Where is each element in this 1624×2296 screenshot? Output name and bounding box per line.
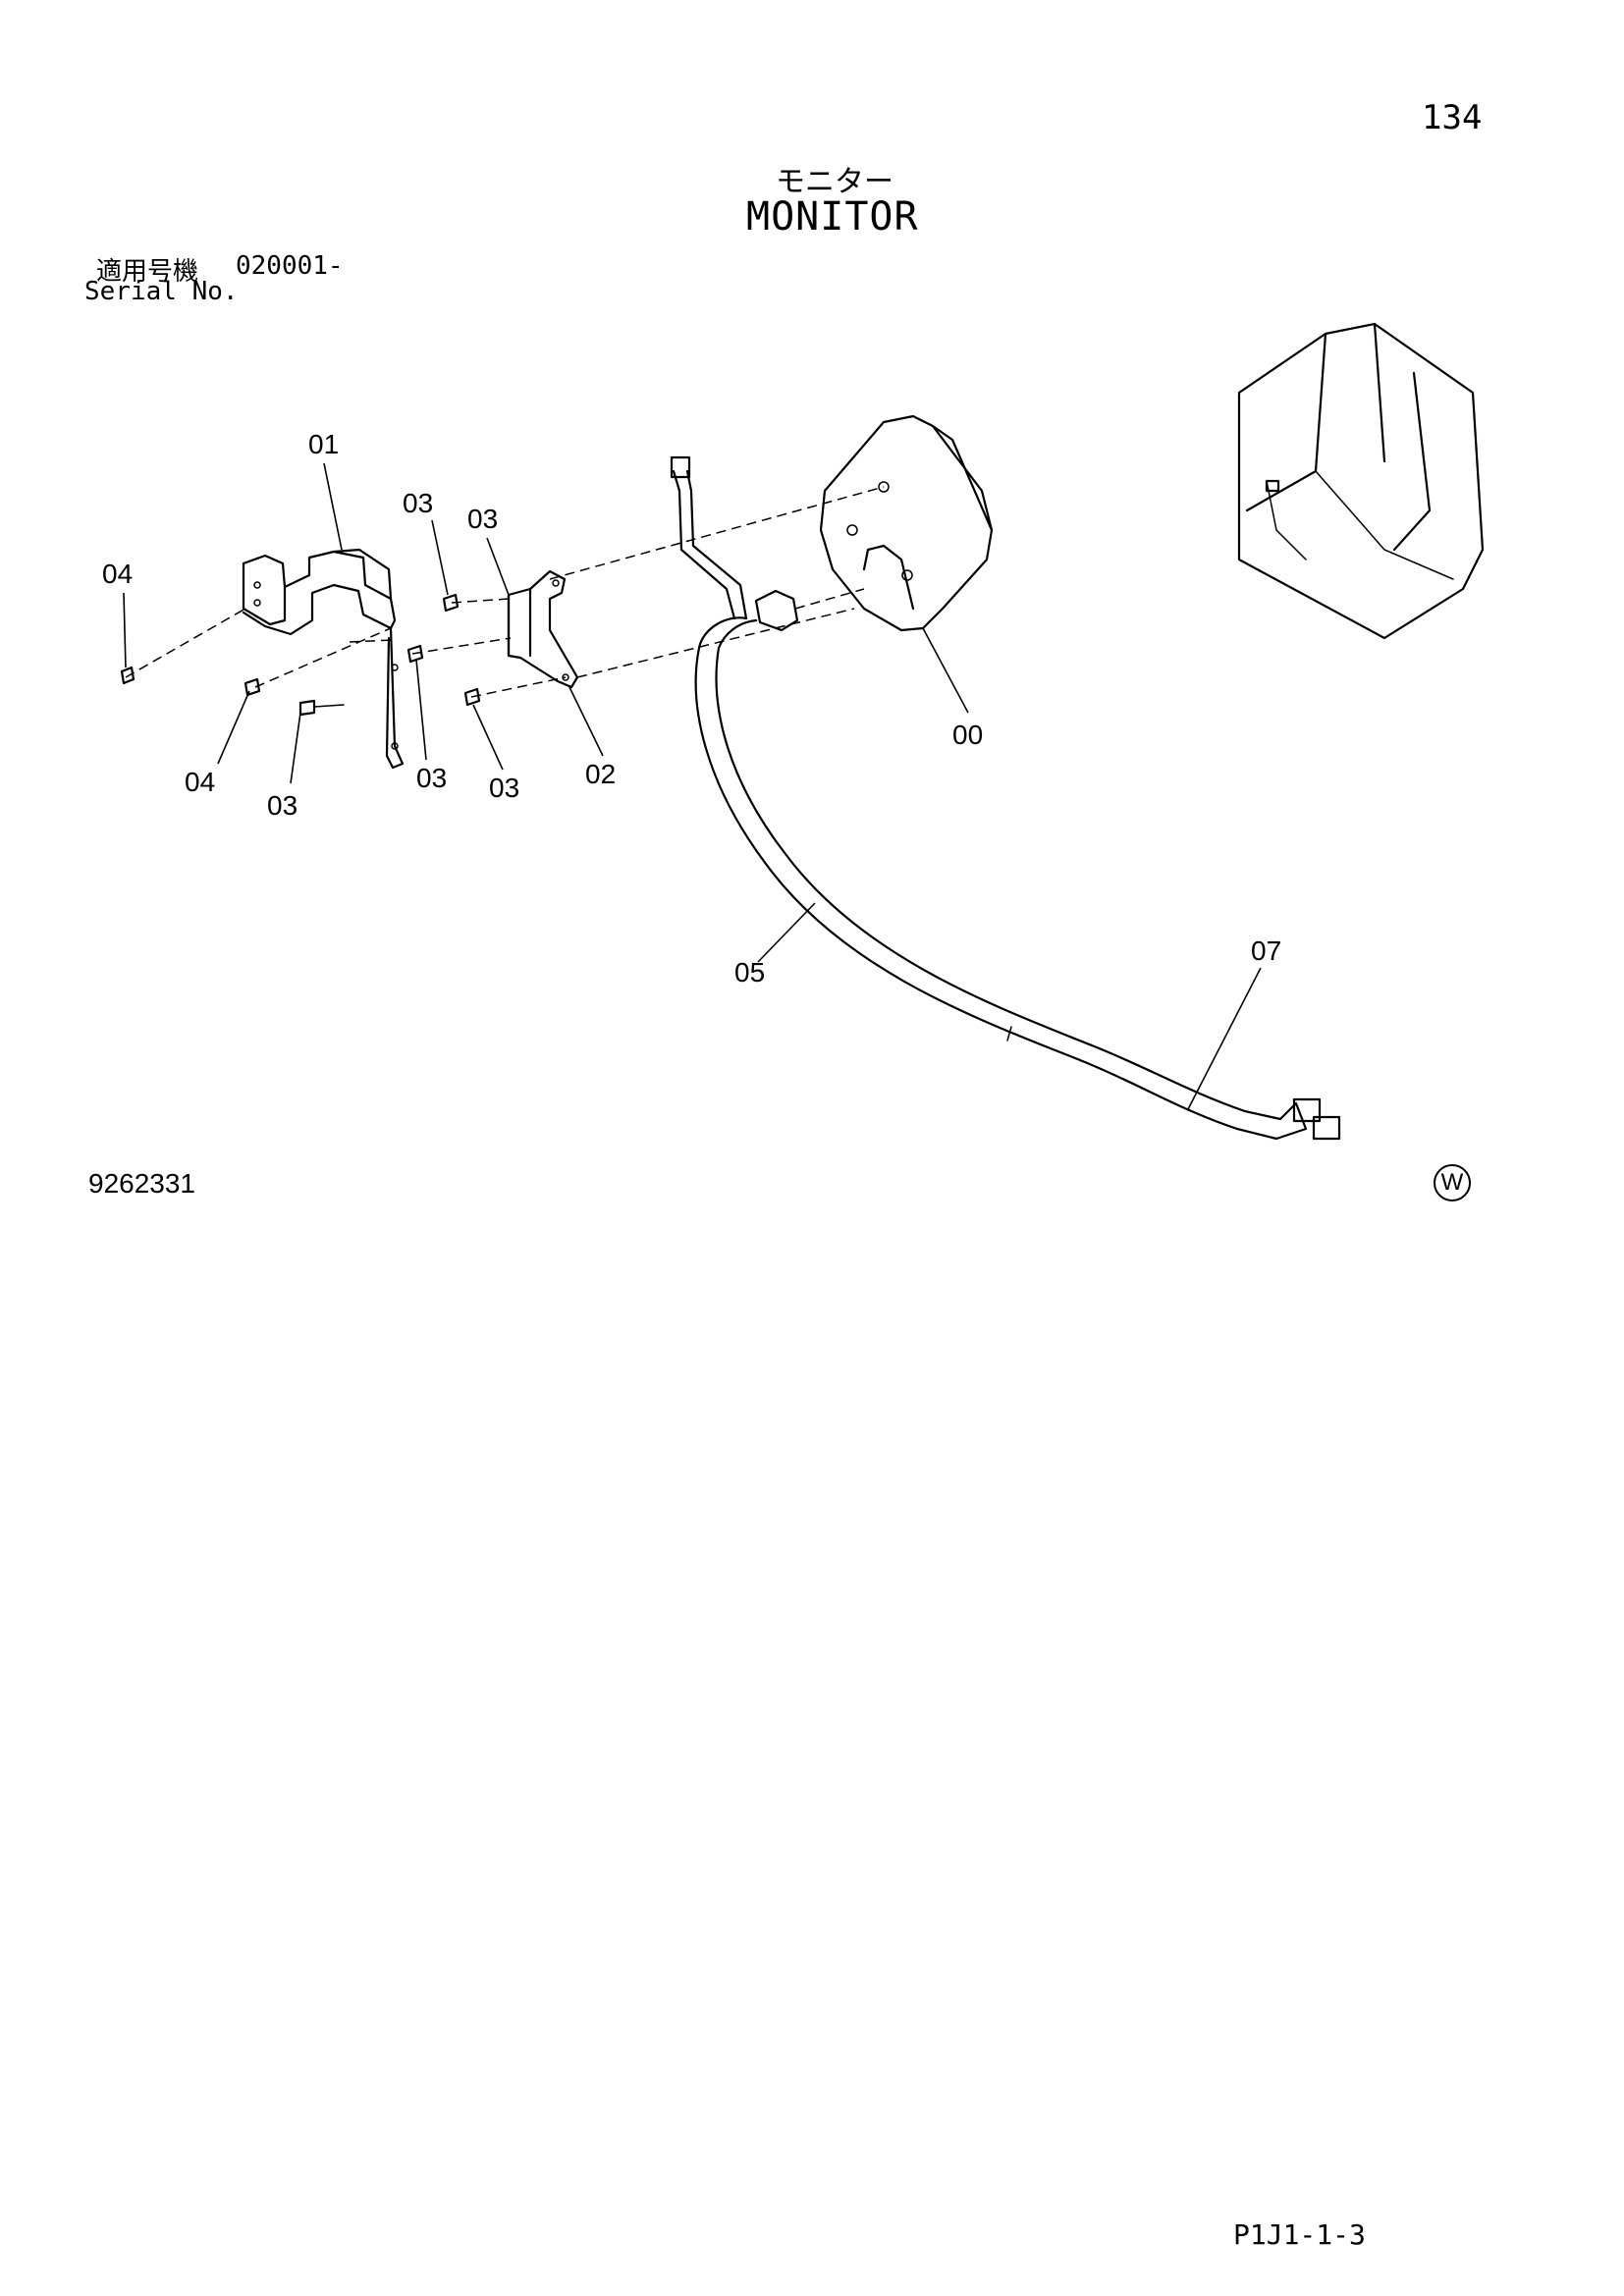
page-number: 134 bbox=[1422, 98, 1483, 137]
callout-03-top-left: 03 bbox=[403, 488, 433, 518]
callout-03-low-left: 03 bbox=[267, 790, 298, 821]
leader-04-lower bbox=[217, 690, 250, 765]
leader-03-top-right bbox=[486, 537, 510, 596]
assembly-line-04-upper bbox=[125, 608, 246, 678]
serial-label-english: Serial No. bbox=[84, 277, 239, 306]
assembly-line-04-lower bbox=[254, 627, 392, 688]
assembly-line-03-left bbox=[349, 639, 394, 643]
assembly-line-monitor-upper bbox=[549, 486, 885, 580]
leader-03-low-right bbox=[472, 704, 504, 771]
callout-07: 07 bbox=[1251, 935, 1281, 966]
bracket-01-drawing bbox=[242, 548, 405, 770]
assembly-line-connector bbox=[794, 588, 865, 610]
cab-inset-drawing bbox=[1237, 322, 1485, 640]
callout-02: 02 bbox=[585, 759, 616, 789]
leader-02 bbox=[568, 686, 604, 757]
bolt-03-mid-left bbox=[406, 644, 424, 664]
bolt-03-top bbox=[442, 593, 460, 613]
page-reference: P1J1-1-3 bbox=[1233, 2218, 1366, 2251]
callout-03-mid: 03 bbox=[416, 763, 447, 793]
serial-label-japanese: 適用号機 bbox=[96, 257, 199, 287]
bolt-04-lower bbox=[244, 677, 261, 697]
assembly-line-monitor-lower bbox=[576, 608, 855, 678]
leader-04-upper bbox=[123, 592, 127, 668]
bolt-04-upper bbox=[120, 666, 135, 685]
drawing-number: 9262331 bbox=[88, 1168, 196, 1199]
callout-03-low-right: 03 bbox=[489, 773, 519, 803]
monitor-00-drawing bbox=[819, 414, 994, 632]
leader-03-mid bbox=[415, 659, 427, 761]
leader-05 bbox=[757, 902, 816, 963]
serial-value: 020001- bbox=[236, 251, 344, 281]
bolt-03-mid-right bbox=[463, 687, 481, 707]
callout-04-upper: 04 bbox=[102, 559, 133, 589]
bracket-02-drawing bbox=[507, 569, 579, 689]
assembly-line-03-lower bbox=[470, 676, 567, 698]
w-mark-symbol: W bbox=[1434, 1164, 1471, 1201]
callout-03-top-right: 03 bbox=[467, 504, 498, 534]
assembly-line-03-upper bbox=[451, 598, 510, 604]
leader-03-low-left bbox=[290, 712, 301, 784]
callout-00: 00 bbox=[952, 720, 983, 750]
title-japanese: モニター bbox=[776, 165, 893, 199]
leader-03-top-left bbox=[431, 519, 449, 596]
assembly-line-03-middle bbox=[411, 637, 512, 655]
callout-01: 01 bbox=[308, 429, 339, 459]
callout-04-lower: 04 bbox=[185, 767, 215, 797]
leader-01 bbox=[323, 462, 343, 551]
leader-07 bbox=[1187, 967, 1262, 1110]
bolt-03-low-left bbox=[298, 699, 345, 717]
leader-00 bbox=[922, 627, 969, 714]
title-english: MONITOR bbox=[746, 194, 919, 240]
harness-05-drawing bbox=[670, 455, 1341, 1141]
parts-diagram: 01 04 04 03 03 03 03 03 02 00 05 07 bbox=[102, 322, 1485, 1141]
callout-05: 05 bbox=[734, 957, 765, 988]
